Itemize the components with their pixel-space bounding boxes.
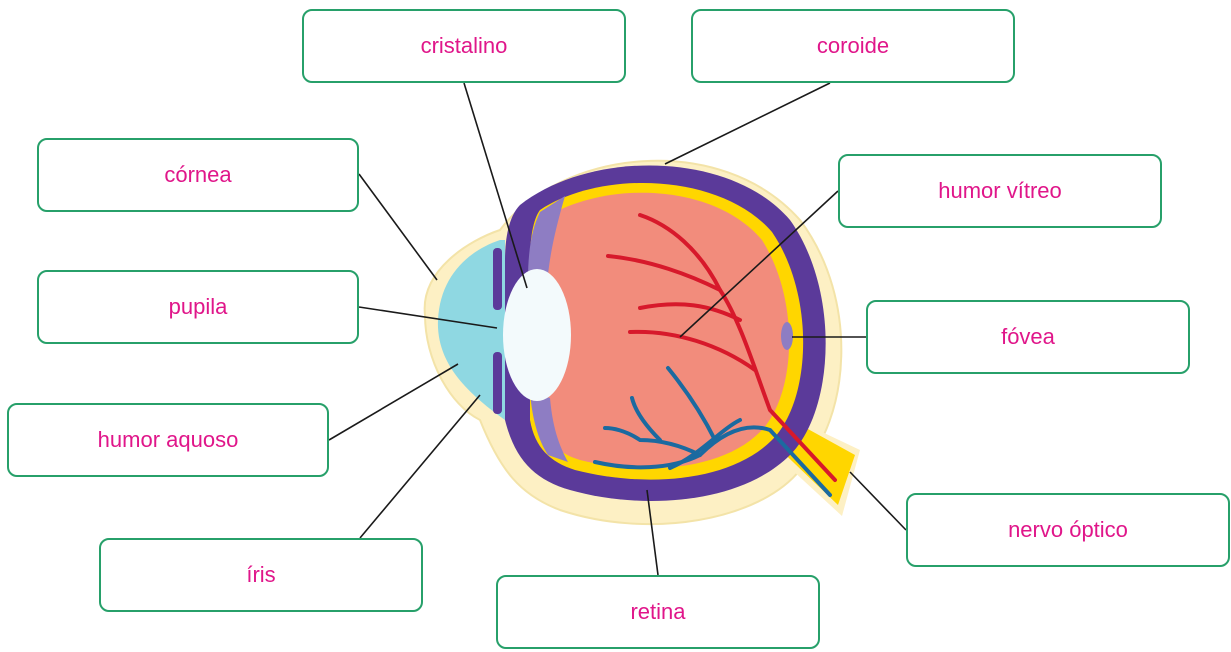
leader-humor-aquoso <box>329 364 458 440</box>
label-humor-aquoso: humor aquoso <box>7 403 329 477</box>
leader-iris <box>360 395 480 538</box>
iris-upper <box>493 248 502 310</box>
leader-cornea <box>359 174 437 280</box>
label-retina-text: retina <box>630 599 685 625</box>
label-iris: íris <box>99 538 423 612</box>
label-pupila-text: pupila <box>169 294 228 320</box>
label-pupila: pupila <box>37 270 359 344</box>
label-fovea-text: fóvea <box>1001 324 1055 350</box>
label-humor-vitreo-text: humor vítreo <box>938 178 1062 204</box>
label-cornea: córnea <box>37 138 359 212</box>
leader-nervo-optico <box>850 472 906 530</box>
label-iris-text: íris <box>246 562 275 588</box>
label-cornea-text: córnea <box>164 162 231 188</box>
label-humor-aquoso-text: humor aquoso <box>98 427 239 453</box>
label-coroide-text: coroide <box>817 33 889 59</box>
iris-lower <box>493 352 502 414</box>
leader-coroide <box>665 83 830 164</box>
label-nervo-optico: nervo óptico <box>906 493 1230 567</box>
label-fovea: fóvea <box>866 300 1190 374</box>
label-cristalino-text: cristalino <box>421 33 508 59</box>
label-nervo-optico-text: nervo óptico <box>1008 517 1128 543</box>
fovea-spot <box>781 322 793 350</box>
label-coroide: coroide <box>691 9 1015 83</box>
label-cristalino: cristalino <box>302 9 626 83</box>
lens <box>503 269 571 401</box>
label-humor-vitreo: humor vítreo <box>838 154 1162 228</box>
label-retina: retina <box>496 575 820 649</box>
